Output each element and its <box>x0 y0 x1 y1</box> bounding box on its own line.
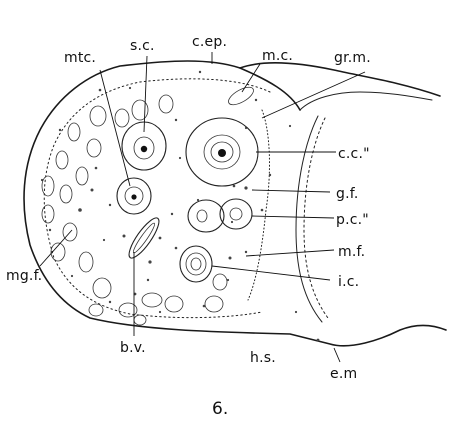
label-grm: gr.m. <box>334 50 371 66</box>
figure-number: 6. <box>212 399 228 419</box>
left-cells <box>42 106 129 316</box>
label-em: e.m <box>330 366 357 382</box>
cell-sc <box>122 95 173 170</box>
label-sc: s.c. <box>130 38 155 54</box>
cell-cc <box>186 118 258 186</box>
cell-mc <box>226 84 256 108</box>
label-mgf: mg.f. <box>6 268 42 284</box>
bottom-cells <box>119 293 223 325</box>
cells <box>42 84 258 325</box>
cell-ic <box>180 246 227 290</box>
cell-pc <box>188 199 252 232</box>
section-outline <box>24 61 446 346</box>
label-bv: b.v. <box>120 340 146 356</box>
label-gf: g.f. <box>336 186 359 202</box>
blood-vessel <box>125 214 164 261</box>
label-hs: h.s. <box>250 350 276 366</box>
label-mtc: mtc. <box>64 50 96 66</box>
labels: s.c. c.ep. mtc. m.c. gr.m. c.c." g.f. p.… <box>6 34 371 419</box>
label-mf: m.f. <box>338 244 365 260</box>
label-ic: i.c. <box>338 274 359 290</box>
cell-mtc <box>117 178 151 214</box>
leader-lines <box>40 52 365 362</box>
label-cep: c.ep. <box>192 34 227 50</box>
label-pc: p.c." <box>336 212 369 228</box>
label-cc: c.c." <box>338 146 370 162</box>
label-mc: m.c. <box>262 48 293 64</box>
